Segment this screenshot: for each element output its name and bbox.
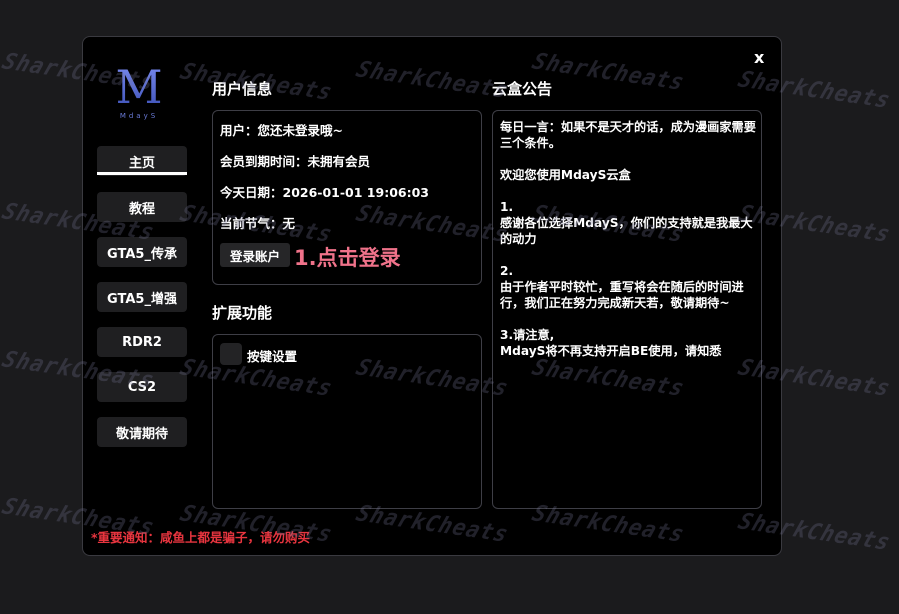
scam-warning: *重要通知：咸鱼上都是骗子，请勿购买 bbox=[91, 530, 311, 545]
active-tab-indicator bbox=[97, 172, 187, 175]
sidebar-item-label: GTA5_增强 bbox=[107, 291, 177, 307]
sidebar-item-coming-soon[interactable]: 敬请期待 bbox=[97, 417, 187, 447]
extensions-title: 扩展功能 bbox=[212, 304, 273, 322]
announcement-title: 云盒公告 bbox=[492, 80, 553, 98]
sidebar-item-label: RDR2 bbox=[122, 334, 162, 350]
user-info-title: 用户信息 bbox=[212, 80, 273, 98]
sidebar-item-label: 敬请期待 bbox=[115, 426, 168, 442]
membership-expiry: 会员到期时间：未拥有会员 bbox=[220, 154, 371, 169]
solar-term: 当前节气：无 bbox=[220, 216, 296, 231]
sidebar-item-label: 主页 bbox=[128, 155, 155, 171]
login-hint-annotation: 1.点击登录 bbox=[294, 246, 401, 270]
hotkey-settings-checkbox[interactable] bbox=[220, 343, 242, 365]
login-button[interactable]: 登录账户 bbox=[220, 243, 290, 267]
user-status: 用户：您还未登录哦~ bbox=[220, 123, 343, 138]
today-date: 今天日期：2026-01-01 19:06:03 bbox=[220, 185, 429, 200]
mdays-logo: M MdayS bbox=[111, 62, 167, 124]
sidebar-item-tutorial[interactable]: 教程 bbox=[97, 192, 187, 222]
announcement-panel bbox=[492, 110, 762, 509]
sidebar-item-rdr2[interactable]: RDR2 bbox=[97, 327, 187, 357]
hotkey-settings-label: 按键设置 bbox=[247, 349, 298, 364]
sidebar-item-home[interactable]: 主页 bbox=[97, 146, 187, 176]
sidebar-item-label: CS2 bbox=[127, 379, 157, 395]
sidebar-item-gta5-enhanced[interactable]: GTA5_增强 bbox=[97, 282, 187, 312]
sidebar-item-label: 教程 bbox=[128, 201, 155, 217]
announcement-text: 每日一言：如果不是天才的话，成为漫画家需要三个条件。 欢迎您使用MdayS云盒 … bbox=[500, 120, 756, 358]
sidebar-item-label: GTA5_传承 bbox=[107, 246, 177, 262]
sidebar-item-cs2[interactable]: CS2 bbox=[97, 372, 187, 402]
sidebar-item-gta5-legacy[interactable]: GTA5_传承 bbox=[97, 237, 187, 267]
close-button[interactable]: x bbox=[754, 48, 765, 67]
logo-subtitle: MdayS bbox=[119, 112, 159, 120]
extensions-panel bbox=[212, 334, 482, 509]
logo-mark: M bbox=[111, 62, 167, 112]
